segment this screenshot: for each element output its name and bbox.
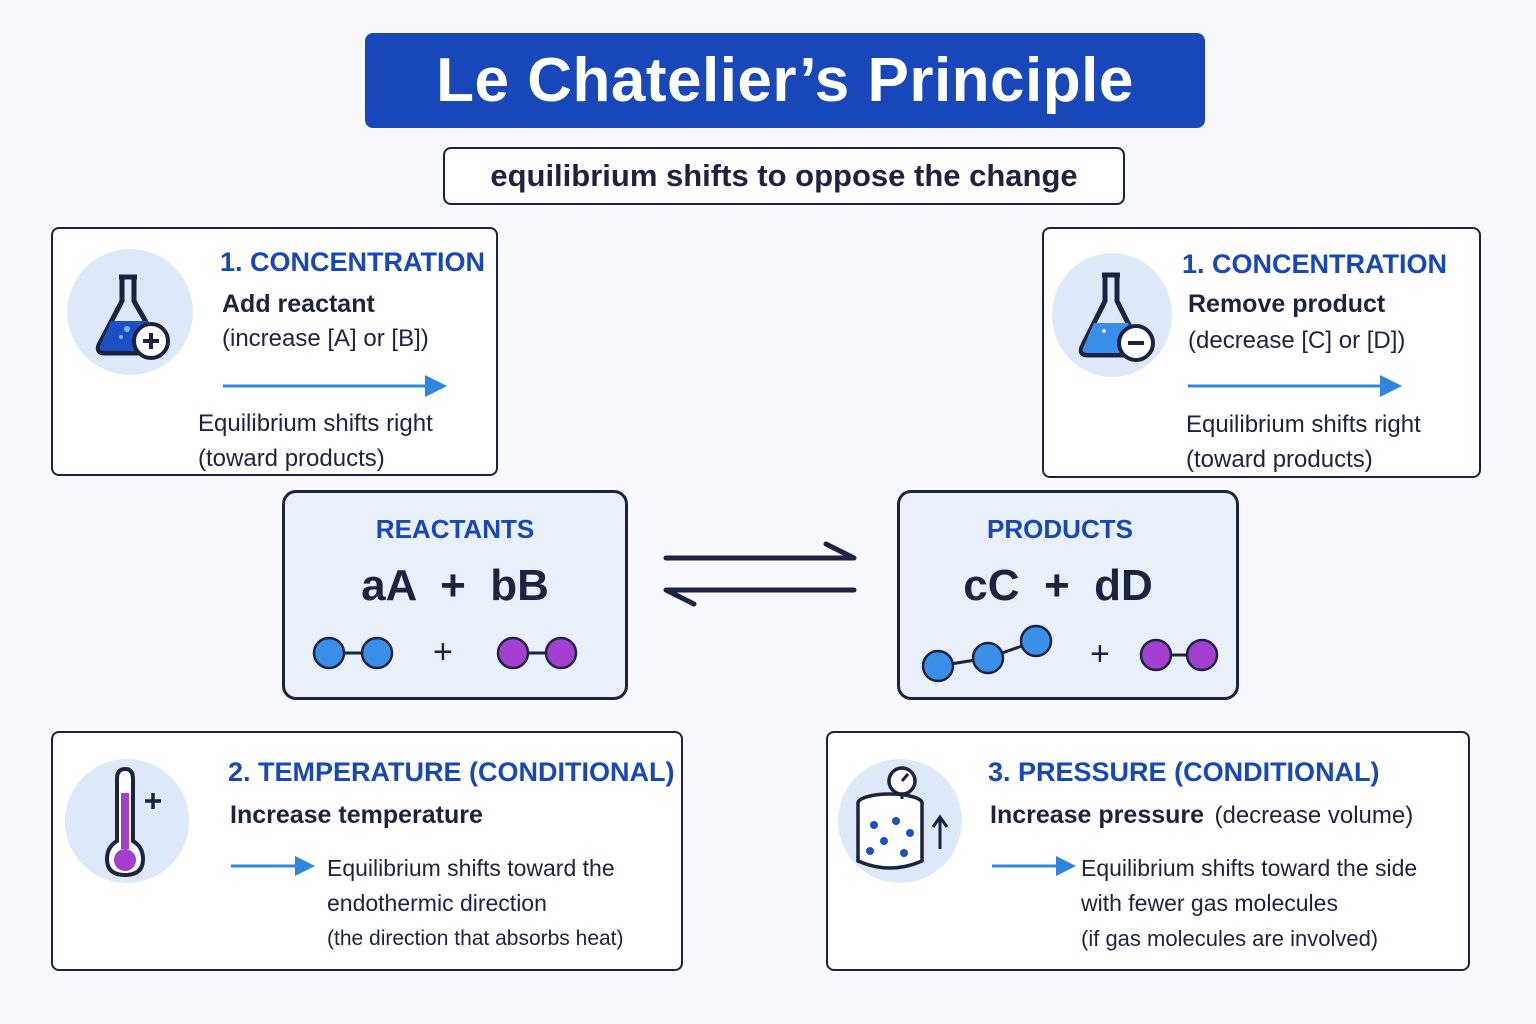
flask-plus-icon — [67, 249, 193, 375]
pressure-cylinder-icon — [838, 759, 962, 883]
flask-minus-icon — [1052, 253, 1172, 377]
reactants-label: REACTANTS — [375, 514, 535, 544]
card-action: Add reactant — [222, 290, 375, 318]
molecule-a-icon — [312, 636, 394, 670]
card-action: Remove product — [1188, 290, 1386, 318]
molecule-d-icon — [1139, 638, 1219, 672]
card-heading: 1. CONCENTRATION — [1182, 249, 1448, 279]
card-add-reactant: 1. CONCENTRATION Add reactant (increase … — [51, 227, 498, 476]
card-heading: 2. TEMPERATURE (CONDITIONAL) — [228, 757, 675, 788]
plus-sign: + — [433, 633, 453, 671]
card-action: Increase pressure — [990, 801, 1205, 829]
card-result-line2: endothermic direction — [327, 890, 547, 916]
card-action-row: Increase pressure (decrease volume) — [990, 801, 1413, 830]
card-remove-product: 1. CONCENTRATION Remove product (decreas… — [1042, 227, 1481, 478]
subtitle: equilibrium shifts to oppose the change — [490, 158, 1078, 193]
card-result-detail: (toward products) — [198, 445, 385, 472]
card-result-line3: (the direction that absorbs heat) — [327, 927, 624, 950]
molecule-c-icon — [921, 624, 1053, 683]
title-banner: Le Chatelier’s Principle — [365, 33, 1205, 128]
heading-main: 3. PRESSURE — [988, 757, 1167, 787]
heading-note: (CONDITIONAL) — [1174, 757, 1380, 787]
card-result-detail: (toward products) — [1186, 446, 1373, 473]
card-result: Equilibrium shifts right — [198, 410, 433, 437]
right-arrow-icon — [1188, 375, 1402, 397]
equilibrium-arrows-icon — [663, 541, 857, 607]
products-box: PRODUCTS cC + dD + — [897, 490, 1239, 700]
card-action: Increase temperature — [230, 801, 483, 829]
card-result-line2: with fewer gas molecules — [1081, 890, 1338, 916]
card-action-note: (decrease volume) — [1214, 802, 1414, 829]
products-formula: cC + dD — [963, 561, 1153, 610]
card-heading: 1. CONCENTRATION — [220, 247, 486, 277]
card-detail: (decrease [C] or [D]) — [1188, 327, 1406, 354]
card-result-line3: (if gas molecules are involved) — [1081, 926, 1379, 951]
molecule-b-icon — [496, 636, 578, 670]
heading-note: (CONDITIONAL) — [469, 757, 675, 787]
thermometer-plus-icon — [65, 759, 189, 883]
right-arrow-icon — [992, 856, 1076, 876]
right-arrow-icon — [231, 856, 315, 876]
card-result-line1: Equilibrium shifts toward the side — [1081, 855, 1418, 881]
card-heading: 3. PRESSURE (CONDITIONAL) — [988, 757, 1380, 788]
card-detail: (increase [A] or [B]) — [222, 325, 429, 352]
reactants-formula: aA + bB — [361, 561, 549, 610]
plus-sign: + — [1090, 635, 1110, 673]
card-result: Equilibrium shifts right — [1186, 411, 1421, 438]
card-temperature: 2. TEMPERATURE (CONDITIONAL) Increase te… — [51, 731, 683, 971]
heading-main: 2. TEMPERATURE — [228, 757, 462, 787]
products-label: PRODUCTS — [987, 514, 1133, 544]
reactants-box: REACTANTS aA + bB + — [282, 490, 628, 700]
card-result-line1: Equilibrium shifts toward the — [327, 855, 615, 881]
right-arrow-icon — [223, 375, 447, 397]
page-title: Le Chatelier’s Principle — [436, 46, 1134, 115]
subtitle-box: equilibrium shifts to oppose the change — [443, 147, 1125, 205]
card-pressure: 3. PRESSURE (CONDITIONAL) Increase press… — [826, 731, 1470, 971]
